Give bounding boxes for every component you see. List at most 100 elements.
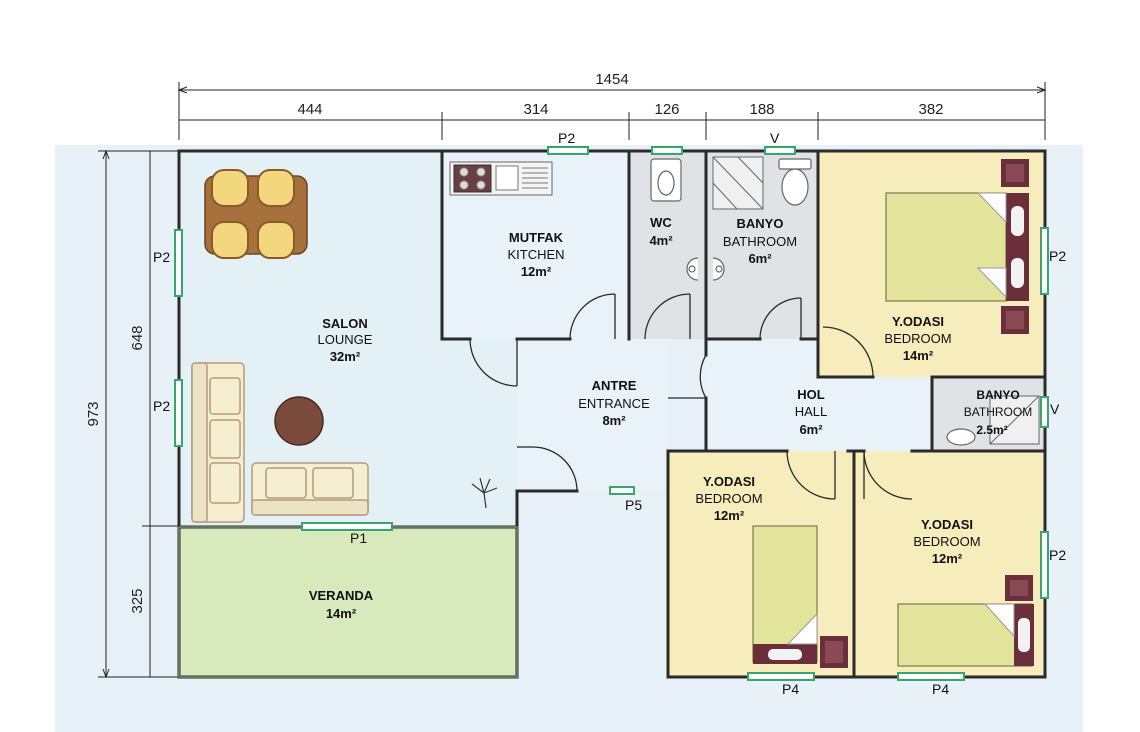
label-wc: WC 4m² [649, 215, 673, 248]
bedroom2-sub: BEDROOM [695, 491, 762, 506]
dim-total-width: 1454 [595, 71, 628, 88]
salon-name: SALON [322, 316, 368, 331]
veranda-name: VERANDA [309, 588, 374, 603]
double-bed-icon [885, 159, 1029, 334]
hall-entrance-door-swing [699, 354, 707, 399]
wc-sink-icon [686, 257, 699, 281]
veranda-door-tag: P1 [350, 530, 367, 546]
salon-area: 32m² [330, 349, 361, 364]
bedroom3-bottom-window [897, 672, 965, 681]
bathroom-door-swing [759, 297, 802, 340]
dim-total-height: 973 [85, 401, 102, 426]
label-mutfak: MUTFAK KITCHEN 12m² [507, 230, 564, 279]
banyo2-area: 2.5m² [976, 423, 1007, 437]
door-swings [469, 293, 913, 500]
bathroom-sink-icon [712, 257, 725, 281]
entrance-door-tag: P5 [625, 497, 642, 513]
kitchen-window [547, 146, 589, 155]
dim-segment-bedroom: 382 [918, 101, 943, 118]
veranda-area: 14m² [326, 606, 357, 621]
salon-window-upper-tag: P2 [153, 249, 170, 265]
bedroom3-name: Y.ODASI [921, 517, 973, 532]
bedroom3-door-swing [863, 450, 913, 500]
dim-upper-height: 648 [129, 325, 146, 350]
bedroom3-window [1040, 531, 1049, 599]
salon-window-lower [174, 379, 183, 447]
kitchen-door-swing [569, 293, 616, 340]
bath2-shower-icon [989, 395, 1040, 445]
bedroom1-name: Y.ODASI [892, 314, 944, 329]
banyo2-name: BANYO [976, 388, 1019, 402]
hol-area: 6m² [799, 422, 823, 437]
banyo-sub: BATHROOM [723, 234, 797, 249]
bedroom1-door-swing [822, 326, 874, 378]
openings [174, 146, 1049, 681]
label-antre: ANTRE ENTRANCE 8m² [578, 378, 650, 428]
antre-name: ANTRE [592, 378, 637, 393]
bedroom2-name: Y.ODASI [703, 474, 755, 489]
label-bedroom3: Y.ODASI BEDROOM 12m² [913, 517, 980, 566]
antre-area: 8m² [602, 413, 626, 428]
label-bedroom2: Y.ODASI BEDROOM 12m² [695, 474, 762, 523]
bedroom1-window [1040, 227, 1049, 295]
bedroom2-door-swing [786, 450, 836, 500]
salon-window-lower-tag: P2 [153, 398, 170, 414]
entrance-door-swing [532, 446, 578, 492]
dim-segment-wc: 126 [654, 101, 679, 118]
entrance-floor [517, 339, 668, 491]
kitchen-counter-icon [449, 161, 553, 196]
left-dimensions [98, 149, 178, 679]
wc-vent [651, 146, 683, 155]
single-bed-2-icon [897, 575, 1034, 667]
shower-icon [712, 156, 764, 210]
bedroom1-window-tag: P2 [1049, 248, 1066, 264]
dim-segment-kitchen: 314 [523, 101, 548, 118]
label-salon: SALON LOUNGE 32m² [318, 316, 373, 364]
bedroom2-window [747, 672, 815, 681]
wc-vent-tag: V [770, 130, 780, 146]
banyo2-sub: BATHROOM [964, 405, 1032, 419]
bedroom2-window-tag: P4 [782, 681, 799, 697]
salon-sub: LOUNGE [318, 332, 373, 347]
salon-window-upper [174, 229, 183, 297]
veranda-door-opening [301, 522, 393, 531]
hol-name: HOL [797, 387, 825, 402]
bedroom3-window-tag: P2 [1049, 547, 1066, 563]
label-bedroom1: Y.ODASI BEDROOM 14m² [884, 314, 951, 363]
bedroom2-area: 12m² [714, 508, 745, 523]
toilet-icon [650, 158, 682, 202]
mutfak-area: 12m² [521, 264, 552, 279]
kitchen-window-tag: P2 [558, 130, 575, 146]
dim-lower-height: 325 [129, 588, 146, 613]
wc-area: 4m² [649, 233, 673, 248]
label-veranda: VERANDA 14m² [309, 588, 374, 621]
bath2-sink-icon [946, 428, 976, 446]
bedroom1-sub: BEDROOM [884, 331, 951, 346]
entrance-door-opening [609, 486, 635, 495]
mutfak-sub: KITCHEN [507, 247, 564, 262]
bedroom3-bottom-window-tag: P4 [932, 681, 949, 697]
dim-segment-bath: 188 [749, 101, 774, 118]
banyo-area: 6m² [748, 251, 772, 266]
bedroom3-sub: BEDROOM [913, 534, 980, 549]
bathroom-vent [764, 146, 796, 155]
loveseat-icon [251, 462, 369, 516]
dining-table-icon [204, 169, 308, 259]
plant-icon [471, 477, 498, 509]
round-table-icon [274, 396, 324, 446]
wc-name: WC [650, 215, 672, 230]
bathroom-toilet-icon [778, 158, 812, 206]
sofa-icon [191, 362, 245, 523]
dim-segment-lounge: 444 [297, 101, 322, 118]
bedroom1-area: 14m² [903, 348, 934, 363]
bath2-vent [1040, 396, 1049, 428]
antre-sub: ENTRANCE [578, 396, 650, 411]
mutfak-name: MUTFAK [509, 230, 564, 245]
top-dimensions [177, 82, 1047, 140]
label-hol: HOL HALL 6m² [795, 387, 828, 437]
bedroom3-area: 12m² [932, 551, 963, 566]
single-bed-icon [752, 525, 848, 668]
banyo-name: BANYO [737, 216, 784, 231]
label-banyo2: BANYO BATHROOM 2.5m² [964, 388, 1032, 437]
